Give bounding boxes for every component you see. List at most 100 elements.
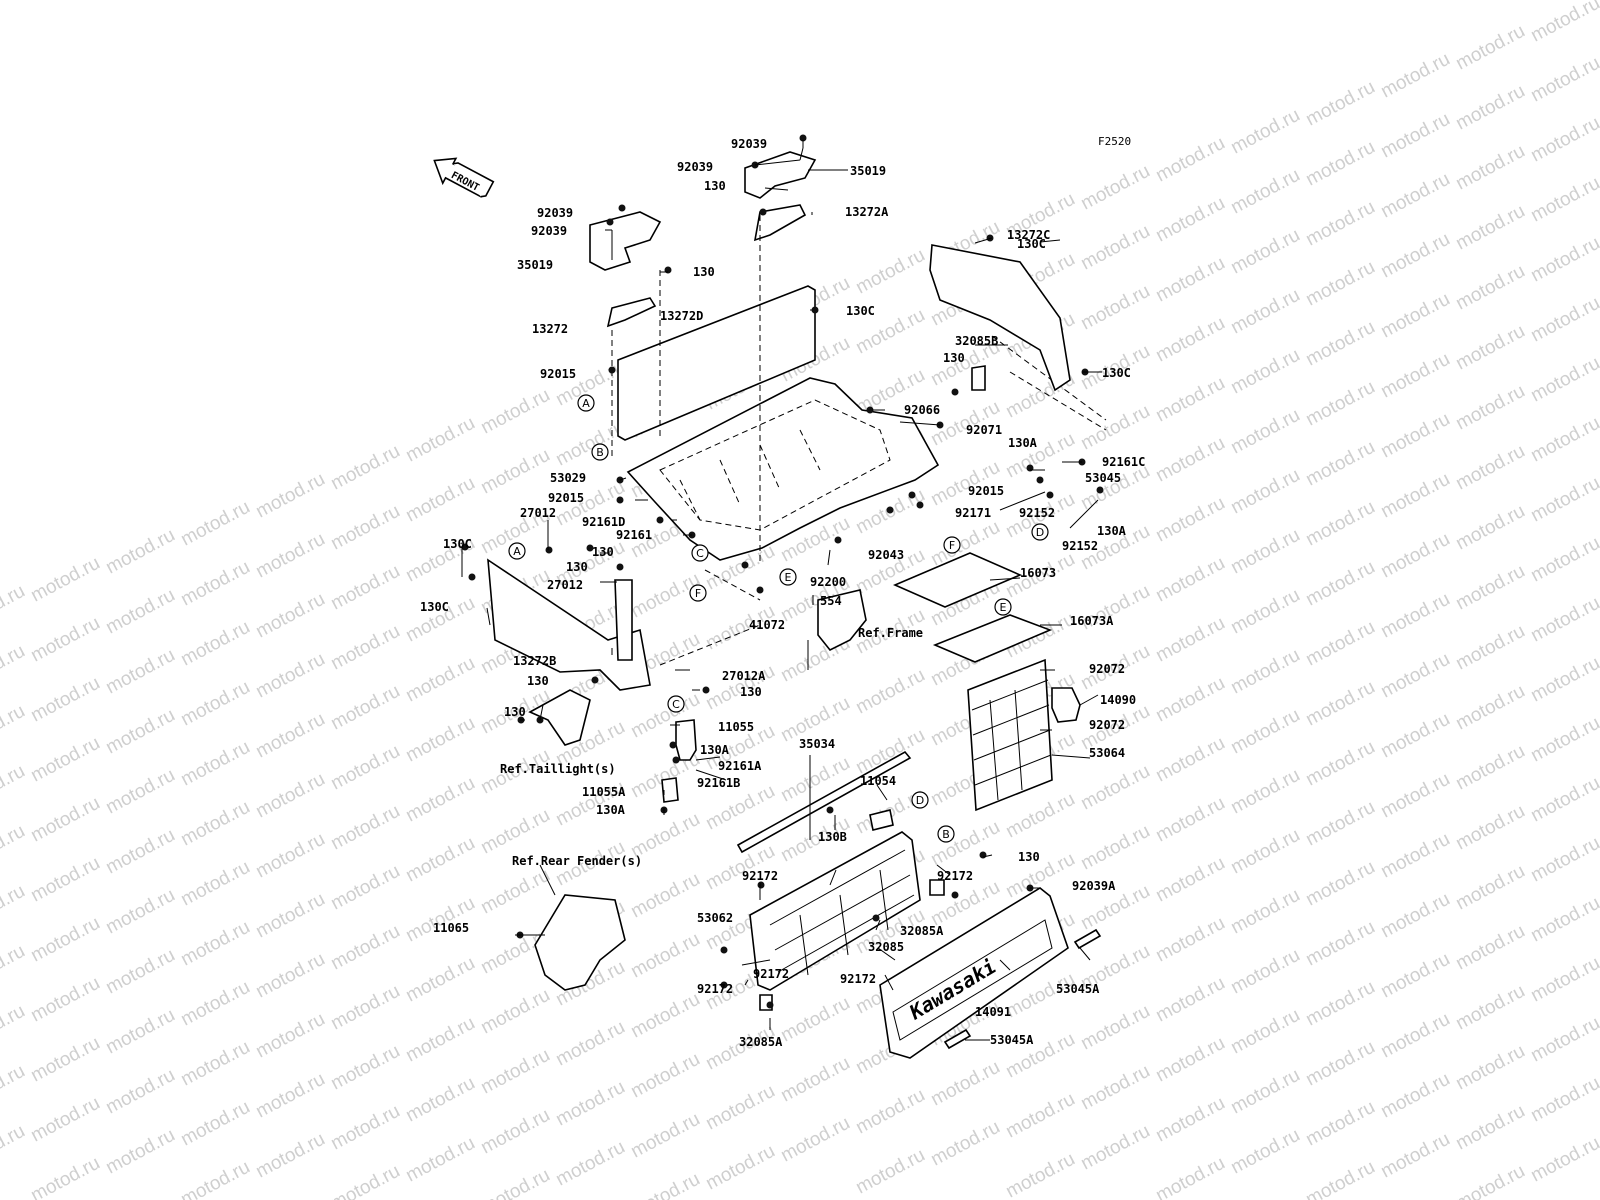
watermark-text: motod.ru <box>27 613 103 667</box>
watermark-text: motod.ru <box>1152 1153 1228 1200</box>
watermark-text: motod.ru <box>1152 373 1228 427</box>
watermark-text: motod.ru <box>0 581 29 635</box>
watermark-text: motod.ru <box>852 1085 928 1139</box>
watermark-text: motod.ru <box>1377 229 1453 283</box>
rail-35034 <box>736 750 912 854</box>
label-92161: 92161 <box>616 528 652 542</box>
svg-text:D: D <box>1036 526 1044 539</box>
mat-16073a <box>932 614 1053 663</box>
label-53064: 53064 <box>1089 746 1125 760</box>
fastener-dot <box>811 306 819 314</box>
bed-floor-53029 <box>626 377 940 561</box>
label-53029: 53029 <box>550 471 586 485</box>
guide-lines <box>611 215 1107 666</box>
svg-text:B: B <box>596 446 604 459</box>
watermark-text: motod.ru <box>177 797 253 851</box>
watermark-text: motod.ru <box>477 1045 553 1099</box>
label-92172-d: 92172 <box>697 982 733 996</box>
watermark-text: motod.ru <box>1452 441 1528 495</box>
watermark-text: motod.ru <box>1152 553 1228 607</box>
tailgate-frame-grid <box>971 679 1052 801</box>
watermark-text: motod.ru <box>1152 253 1228 307</box>
watermark-text: motod.ru <box>27 853 103 907</box>
watermark-text: motod.ru <box>252 889 328 943</box>
watermark-text: motod.ru <box>177 557 253 611</box>
watermark-text: motod.ru <box>102 585 178 639</box>
watermark-text: motod.ru <box>102 765 178 819</box>
watermark-text: motod.ru <box>402 953 478 1007</box>
label-92015-left2: 92015 <box>548 491 584 505</box>
label-13272d: 13272D <box>660 309 703 323</box>
watermark-text: motod.ru <box>1152 133 1228 187</box>
label-92071: 92071 <box>966 423 1002 437</box>
watermark-text: motod.ru <box>102 705 178 759</box>
watermark-text: motod.ru <box>327 921 403 975</box>
watermark-text: motod.ru <box>702 1081 778 1135</box>
fastener-dot <box>1036 476 1044 484</box>
label-92161d: 92161D <box>582 515 625 529</box>
watermark-text: motod.ru <box>1302 617 1378 671</box>
watermark-text: motod.ru <box>27 913 103 967</box>
watermark-text: motod.ru <box>1227 585 1303 639</box>
watermark-text: motod.ru <box>852 245 928 299</box>
fastener-dot <box>616 496 624 504</box>
watermark-text: motod.ru <box>1077 761 1153 815</box>
watermark-text: motod.ru <box>1377 349 1453 403</box>
label-130c-mid: 130C <box>846 304 875 318</box>
watermark-text: motod.ru <box>627 929 703 983</box>
watermark-text: motod.ru <box>177 737 253 791</box>
watermark-text: motod.ru <box>0 881 29 935</box>
svg-text:F: F <box>695 587 701 600</box>
fastener-dot <box>720 946 728 954</box>
watermark-text: motod.ru <box>777 1113 853 1167</box>
watermark-text: motod.ru <box>102 645 178 699</box>
watermark-text: motod.ru <box>777 993 853 1047</box>
watermark-text: motod.ru <box>1377 1069 1453 1123</box>
label-130-gate-right: 130 <box>1018 850 1040 864</box>
label-92172-b: 92172 <box>937 869 973 883</box>
label-27012-mid: 27012 <box>547 578 583 592</box>
watermark-text: motod.ru <box>1527 0 1600 46</box>
fastener-dot <box>986 234 994 242</box>
watermark-text: motod.ru <box>252 949 328 1003</box>
fastener-dot <box>951 891 959 899</box>
watermark-text: motod.ru <box>1452 1041 1528 1095</box>
watermark-text: motod.ru <box>627 1109 703 1163</box>
watermark-text: motod.ru <box>1152 1093 1228 1147</box>
callout-a-top: A <box>577 394 595 412</box>
watermark-text: motod.ru <box>1452 141 1528 195</box>
watermark-text: motod.ru <box>1302 857 1378 911</box>
watermark-text: motod.ru <box>1227 225 1303 279</box>
watermark-text: motod.ru <box>552 1077 628 1131</box>
label-92171: 92171 <box>955 506 991 520</box>
label-130a-far-right: 130A <box>1097 524 1127 538</box>
bracket-13272a <box>753 204 807 242</box>
watermark-text: motod.ru <box>27 973 103 1027</box>
watermark-text: motod.ru <box>177 1037 253 1091</box>
watermark-text: motod.ru <box>1227 285 1303 339</box>
callout-f-floor: F <box>689 584 707 602</box>
watermark-text: motod.ru <box>1527 53 1600 107</box>
fastener-dot <box>741 561 749 569</box>
fastener-dot <box>618 204 626 212</box>
fastener-dot <box>1046 491 1054 499</box>
callout-c-floor: C <box>691 544 709 562</box>
label-130c-left2: 130C <box>420 600 449 614</box>
rear-fender-ref <box>534 894 626 991</box>
fastener-dot <box>586 544 594 552</box>
watermark-text: motod.ru <box>1452 561 1528 615</box>
watermark-text: motod.ru <box>1152 313 1228 367</box>
fastener-dot <box>1096 486 1104 494</box>
watermark-text: motod.ru <box>1302 557 1378 611</box>
watermark-text: motod.ru <box>327 561 403 615</box>
label-53045a-bottom: 53045A <box>990 1033 1034 1047</box>
watermark-text: motod.ru <box>177 857 253 911</box>
bracket-35019-upper <box>589 151 817 271</box>
label-130-lower-left: 130 <box>504 705 526 719</box>
watermark-text: motod.ru <box>1527 353 1600 407</box>
watermark-text: motod.ru <box>1452 1161 1528 1200</box>
watermark-text: motod.ru <box>1002 789 1078 843</box>
watermark-text: motod.ru <box>1077 281 1153 335</box>
watermark-text: motod.ru <box>477 385 553 439</box>
label-130-left: 130 <box>693 265 715 279</box>
